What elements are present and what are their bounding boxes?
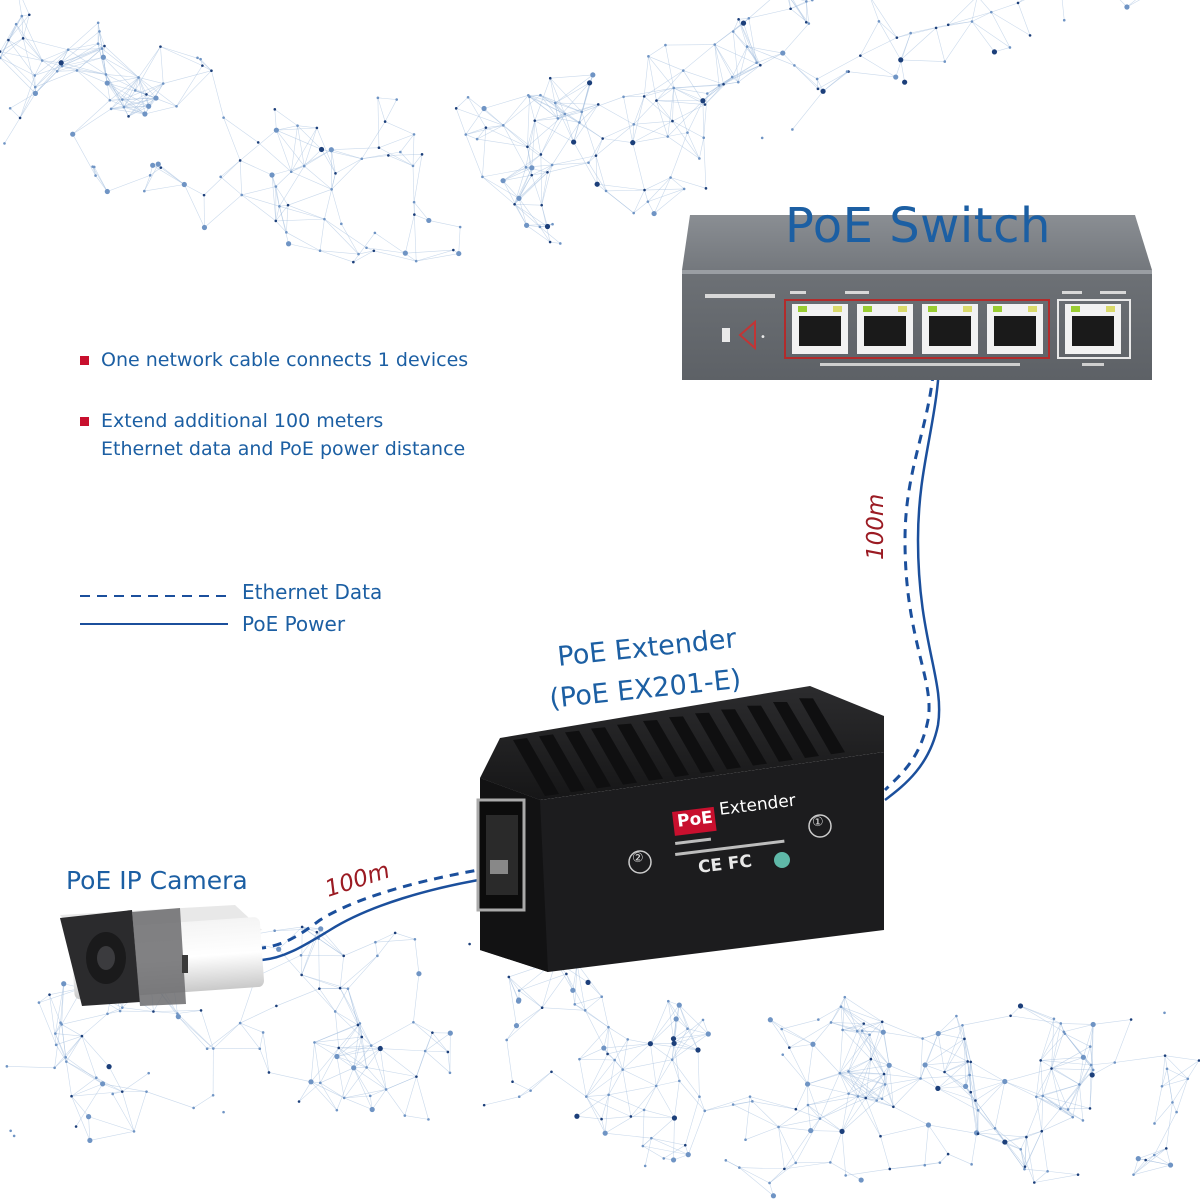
feature-text-line2: Ethernet data and PoE power distance — [101, 435, 465, 463]
distance-label-switch-extender: 100m — [863, 494, 889, 560]
cable-data-switch-extender — [885, 340, 935, 790]
bullet-icon — [80, 356, 89, 365]
extender-port-in-label: ① — [812, 815, 824, 830]
extender-rj45-port — [478, 800, 524, 910]
switch-ports — [792, 304, 1121, 354]
certification-icon — [774, 852, 790, 868]
feature-text: Extend additional 100 meters — [101, 410, 383, 432]
cable-power-switch-extender — [885, 340, 940, 800]
legend-ethernet-data: Ethernet Data — [242, 580, 382, 604]
feature-text: One network cable connects 1 devices — [101, 349, 468, 371]
feature-item: One network cable connects 1 devices — [80, 346, 468, 374]
feature-item: Extend additional 100 meters — [80, 407, 383, 435]
legend-poe-power: PoE Power — [242, 612, 345, 636]
bullet-icon — [80, 417, 89, 426]
svg-text:•: • — [760, 332, 766, 343]
switch-title: PoE Switch — [785, 198, 1051, 254]
camera-title: PoE IP Camera — [66, 866, 248, 895]
extender-port-out-label: ② — [632, 851, 644, 866]
ip-camera — [60, 905, 264, 1006]
